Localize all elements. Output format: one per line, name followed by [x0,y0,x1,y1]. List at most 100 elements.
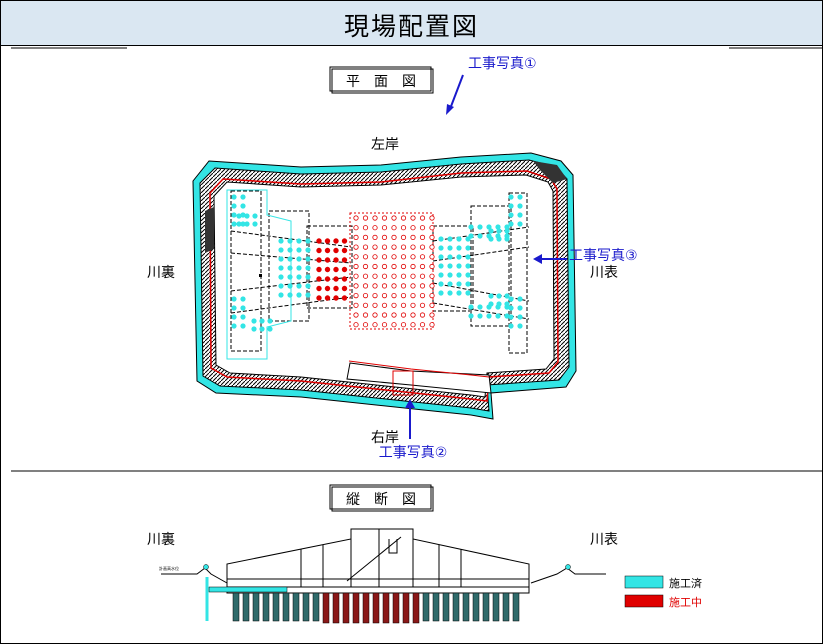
pile-in-progress-hollow [353,322,359,328]
corner-patch-left [205,207,214,253]
pile-in-progress-hollow [419,312,426,318]
pile-done [278,256,284,262]
pile-done [486,313,492,319]
section-pile-done [302,592,310,622]
pile-in-progress-hollow [410,225,416,231]
legend: 施工済 施工中 [624,575,702,609]
section-pile-done [452,592,460,622]
photo1-arrowhead [446,104,454,115]
pile-in-progress-hollow [429,225,435,231]
section-pile-done [262,592,270,622]
section-river-back-label: 川裏 [147,531,175,548]
marker-front [565,564,571,570]
pile-done [252,221,258,227]
pile-done [517,203,523,209]
section-pile-in-progress [372,592,380,624]
pile-in-progress-hollow [372,215,378,221]
pile-in-progress-hollow [419,225,426,231]
pile-in-progress-hollow [362,283,369,289]
pile-in-progress-solid [341,266,348,273]
pile-in-progress-hollow [353,283,359,289]
water-level-note: 計画高水位 [159,565,179,571]
pile-done [296,247,302,253]
pile-in-progress-hollow [410,273,416,279]
section-pile-done [472,592,480,622]
photo1-label: 工事写真① [468,56,537,72]
pile-in-progress-hollow [429,215,435,221]
pile-done [456,272,462,278]
section-pile-done [272,592,280,622]
pile-in-progress-hollow [419,283,426,289]
inner-wall-in-progress [209,170,559,402]
pile-in-progress-hollow [419,215,426,221]
pile-done [456,245,462,251]
section-pile-done [482,592,490,622]
pile-done [278,247,284,253]
pile-in-progress-hollow [429,234,435,240]
legend-swatch-done [624,575,664,589]
pile-in-progress-solid [333,276,339,282]
pile-done [468,304,474,310]
pile-done [287,292,293,298]
pile-done [296,265,302,271]
river-back-label: 川裏 [147,264,175,281]
pile-done [438,290,444,296]
pile-in-progress-hollow [372,302,378,308]
pile-done [468,233,474,239]
pile-in-progress-hollow [391,263,397,270]
pile-in-progress-hollow [419,322,426,328]
pile-in-progress-hollow [362,292,369,299]
pile-in-progress-solid [324,247,331,254]
pile-in-progress-hollow [381,215,388,221]
pile-done [517,323,523,329]
pile-done [508,314,514,320]
pile-done [465,272,471,278]
pile-done [517,305,523,311]
section-pile-done [442,592,450,622]
section-pile-in-progress [382,592,390,624]
pile-done [231,305,237,311]
pile-in-progress-hollow [400,234,407,240]
pile-done [477,304,483,310]
pile-done [231,212,237,218]
section-pile-done [282,592,290,622]
pile-done [447,254,453,260]
pile-in-progress-solid [333,257,339,263]
pile-in-progress-solid [333,247,339,254]
pile-in-progress-solid [324,285,331,292]
pile-done [305,247,311,253]
pile-done [438,236,444,242]
pile-in-progress-hollow [372,254,378,260]
pile-in-progress-hollow [381,283,388,289]
pile-done [231,194,237,200]
pile-in-progress-solid [324,295,331,301]
pile-done [231,203,237,209]
pile-in-progress-hollow [429,244,435,250]
pile-in-progress-hollow [400,273,407,279]
pile-in-progress-hollow [400,302,407,308]
section-pile-done [292,592,300,622]
pile-in-progress-hollow [362,225,369,231]
pile-done [456,254,462,260]
section-pile-done [462,592,470,622]
pile-done [447,245,453,251]
pile-done [456,290,462,296]
pile-done [465,263,471,269]
pile-done [438,245,444,251]
pile-done [231,221,237,227]
pile-in-progress-hollow [429,273,435,279]
pile-done [296,256,302,262]
pile-in-progress-hollow [410,244,416,250]
pile-in-progress-solid [316,285,322,292]
title-bar: 現場配置図 [1,1,822,46]
pile-in-progress-hollow [391,273,397,279]
pile-in-progress-solid [333,295,339,301]
pile-done [456,263,462,269]
pile-done [278,265,284,271]
pile-done [305,283,311,289]
pile-in-progress-hollow [381,292,388,299]
pile-in-progress-hollow [372,273,378,279]
pile-in-progress-hollow [429,292,435,299]
section-pile-done [502,592,510,622]
page-title: 現場配置図 [343,12,479,41]
